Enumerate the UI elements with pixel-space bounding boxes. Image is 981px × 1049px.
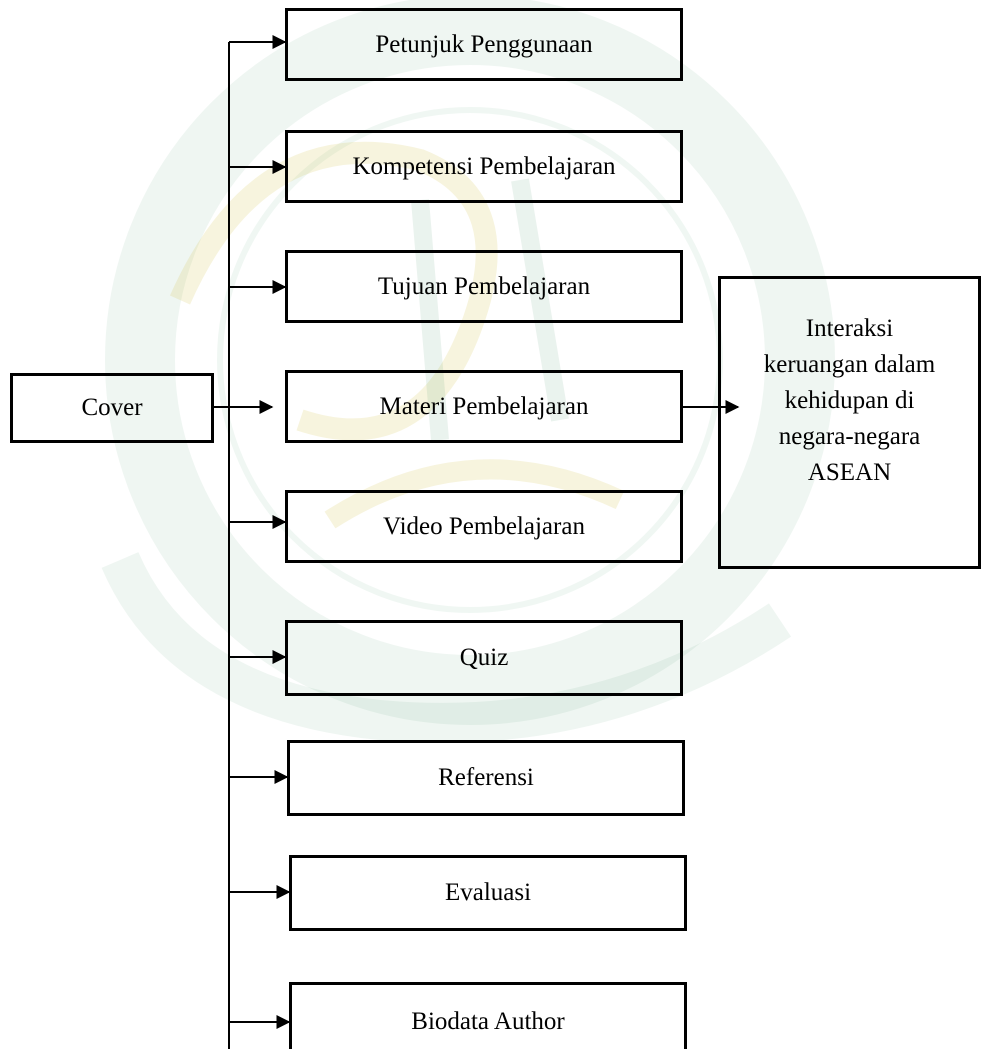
petunjuk-penggunaan-box: Petunjuk Penggunaan <box>285 8 683 81</box>
materi-pembelajaran-label: Materi Pembelajaran <box>379 392 589 420</box>
tujuan-pembelajaran-box: Tujuan Pembelajaran <box>285 250 683 323</box>
subtopic-line-5: ASEAN <box>807 459 892 486</box>
cover-box: Cover <box>10 373 214 443</box>
subtopic-line-2: keruangan dalam <box>763 351 936 378</box>
referensi-label: Referensi <box>438 764 534 792</box>
video-pembelajaran-label: Video Pembelajaran <box>383 512 585 540</box>
cover-label: Cover <box>81 394 143 422</box>
biodata-author-box: Biodata Author <box>289 982 687 1049</box>
subtopic-line-3: kehidupan di <box>784 387 915 414</box>
petunjuk-penggunaan-label: Petunjuk Penggunaan <box>375 30 593 58</box>
video-pembelajaran-box: Video Pembelajaran <box>285 490 683 563</box>
materi-pembelajaran-box: Materi Pembelajaran <box>285 370 683 443</box>
biodata-author-label: Biodata Author <box>411 1008 565 1036</box>
subtopic-line-1: Interaksi <box>805 315 894 342</box>
kompetensi-pembelajaran-label: Kompetensi Pembelajaran <box>352 152 616 180</box>
tujuan-pembelajaran-label: Tujuan Pembelajaran <box>377 272 591 300</box>
quiz-box: Quiz <box>285 620 683 696</box>
subtopic-line-4: negara-negara <box>778 423 921 450</box>
referensi-box: Referensi <box>287 740 685 816</box>
quiz-label: Quiz <box>459 644 509 672</box>
evaluasi-label: Evaluasi <box>444 879 532 907</box>
subtopic-box: Interaksi keruangan dalam kehidupan di n… <box>718 276 981 569</box>
evaluasi-box: Evaluasi <box>289 855 687 931</box>
kompetensi-pembelajaran-box: Kompetensi Pembelajaran <box>285 130 683 203</box>
